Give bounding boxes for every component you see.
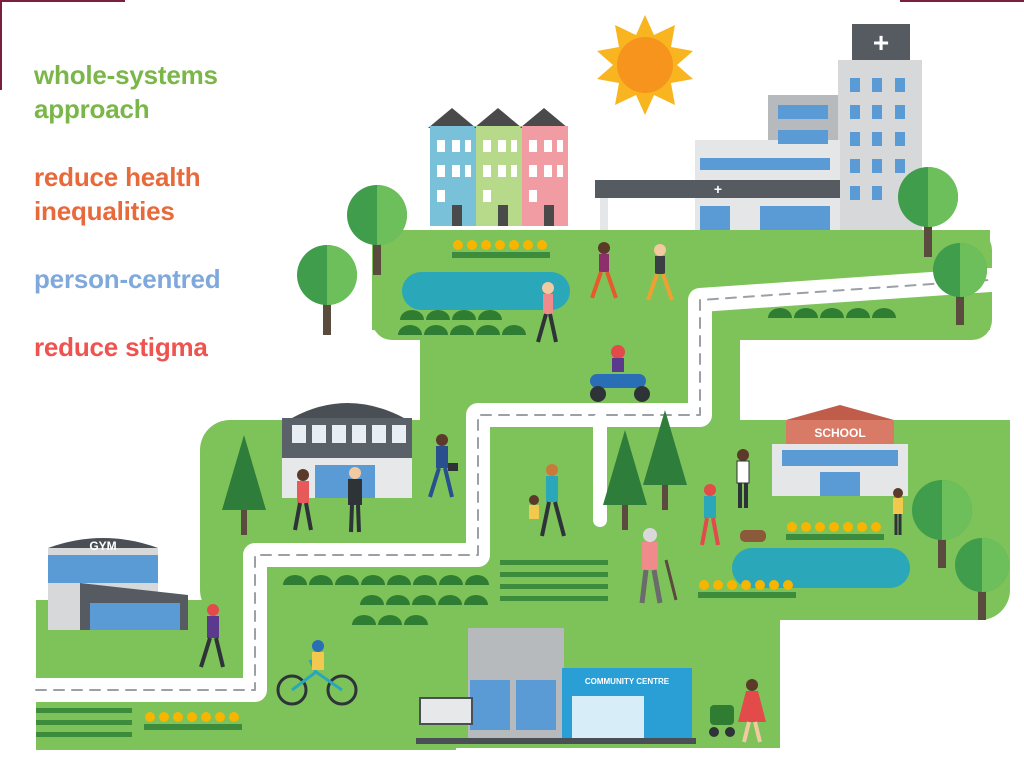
parent-with-pram [709,679,766,743]
people [199,242,903,743]
community-centre-sign: COMMUNITY CENTRE [585,677,670,686]
hospital-cross-icon: + [873,27,889,58]
label-reduce-health-inequalities: reduce health inequalities [34,162,201,226]
pine-tree [222,435,266,535]
child-person [893,488,903,535]
trees [222,167,1009,620]
tree [297,245,357,335]
tree [955,538,1009,620]
businessman-person [348,467,362,533]
school-building: SCHOOL [772,405,908,496]
runner-person [646,244,674,301]
tree [912,480,972,568]
hiker-person [199,604,225,668]
scooter-rider [590,345,650,402]
gym-sign: GYM [89,539,116,553]
label-person-centred: person-centred [34,264,221,294]
label-whole-systems: whole-systems approach [34,60,218,124]
pine-tree [603,430,647,530]
grass-stripes [36,560,608,737]
student-person [736,449,750,508]
svg-text:+: + [714,181,722,197]
pond [402,272,570,310]
top-frame-line-right [900,0,1024,2]
labels-list: whole-systems approach reduce health ine… [34,58,294,398]
school-sign: SCHOOL [814,426,865,440]
tree [933,243,987,325]
community-centre-building: COMMUNITY CENTRE [416,628,696,744]
tree [898,167,958,257]
parent-with-child [529,464,566,537]
hospital-building: + + [595,24,922,230]
gym-building: GYM [48,538,188,630]
pond [732,548,910,588]
pine-tree [643,410,687,510]
flowers [144,240,884,730]
cyclist-person [276,640,358,706]
label-reduce-stigma: reduce stigma [34,332,208,362]
elderly-person [639,528,678,604]
road [24,268,1002,702]
row-houses [428,108,568,226]
bushes [283,308,896,625]
runner-person [590,242,618,299]
left-frame-line [0,0,2,90]
walker-person [293,469,313,531]
businessman-person [428,434,458,498]
dog-walker [700,484,766,546]
top-frame-line-left [0,0,125,2]
walker-person [536,282,558,343]
sun-icon [597,15,693,115]
tree [347,185,407,275]
